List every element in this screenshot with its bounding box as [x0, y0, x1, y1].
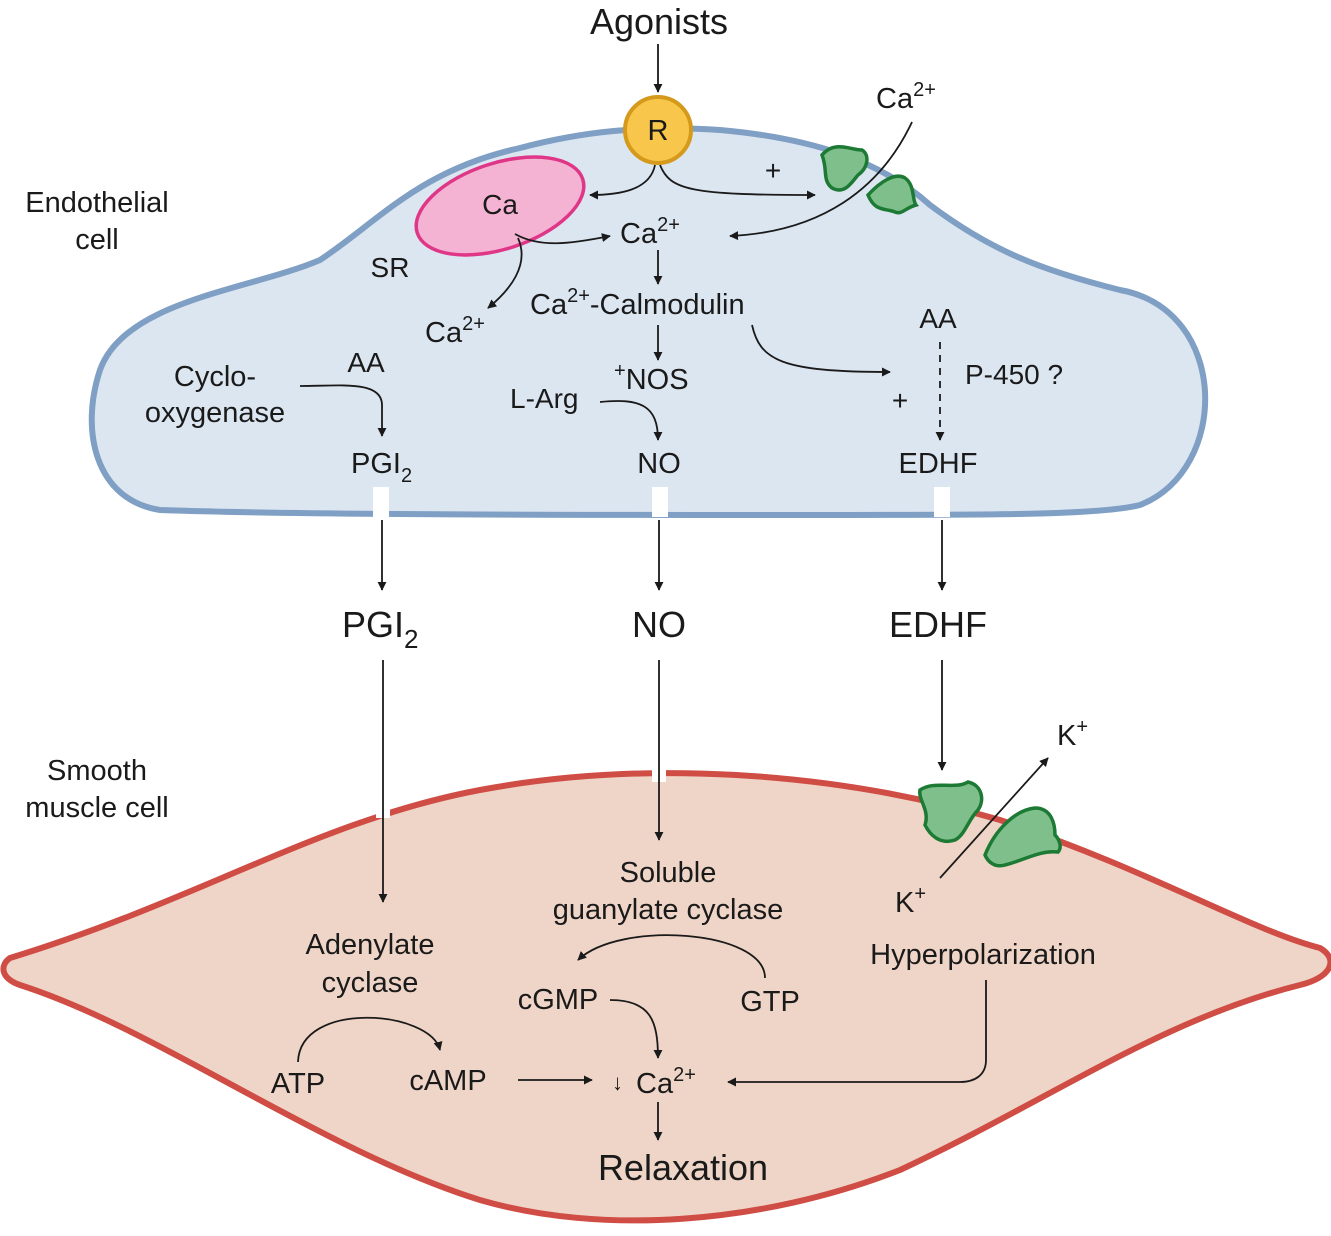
arrow-aa-pgi [299, 384, 387, 437]
smooth-muscle-cell [0, 770, 1331, 1224]
adenylate-label-1: Adenylate [306, 929, 435, 961]
no-inner-label: NO [637, 448, 681, 480]
arrow-k-efflux [939, 757, 1049, 879]
cyclooxygenase-label-1: Cyclo- [174, 361, 256, 393]
p450-label: P-450 ? [965, 359, 1063, 390]
plus-p450-label: + [892, 385, 908, 416]
agonists-label: Agonists [590, 1, 728, 42]
down-arrow-symbol: ↓ [612, 1070, 623, 1095]
arrow-sr-ca-released [487, 237, 523, 309]
membrane-gap-edhf [934, 487, 950, 517]
pgi-outer-label: PGI2 [342, 604, 418, 654]
arrow-hyperpolarization-ca [727, 980, 987, 1087]
k-channel-left [918, 780, 984, 843]
camp-label: cAMP [409, 1065, 486, 1097]
ca-final-label: Ca2+ [636, 1064, 696, 1100]
arrow-external-ca [729, 121, 913, 241]
ca-external-label: Ca2+ [876, 79, 936, 115]
cyclooxygenase-label-2: oxygenase [145, 397, 285, 429]
atp-label: ATP [271, 1068, 325, 1100]
smooth-muscle-label-1: Smooth [47, 755, 147, 787]
arrow-sr-ca-cytosol [514, 233, 611, 245]
sr-ca-label: Ca [482, 189, 518, 220]
aa-left-label: AA [347, 347, 385, 378]
adenylate-label-2: cyclase [322, 967, 419, 999]
receptor-label: R [648, 115, 669, 147]
sarcoplasmic-reticulum [414, 155, 586, 257]
ca-channel-top [819, 145, 869, 192]
k-out-label: K+ [1057, 716, 1088, 752]
arrow-larg-no [599, 400, 663, 441]
no-outer-label: NO [632, 604, 686, 645]
k-channel-right [983, 806, 1062, 868]
arrow-receptor-channel [659, 164, 816, 200]
arrow-cgmp-ca [609, 999, 663, 1059]
aa-right-label: AA [919, 303, 957, 334]
edhf-inner-label: EDHF [899, 448, 978, 480]
arrow-receptor-sr [589, 164, 656, 200]
endothelial-label-1: Endothelial [25, 187, 169, 219]
endothelial-label-2: cell [75, 224, 119, 256]
calmodulin-label: Ca2+-Calmodulin [530, 285, 745, 321]
pgi-inner-label: PGI2 [351, 448, 412, 487]
k-in-label: K+ [895, 883, 926, 919]
hyperpolarization-label: Hyperpolarization [870, 939, 1096, 971]
receptor-circle [623, 95, 693, 165]
edhf-outer-label: EDHF [889, 604, 987, 645]
ca-cytosol-label: Ca2+ [620, 214, 680, 250]
relaxation-label: Relaxation [598, 1147, 768, 1188]
gtp-label: GTP [740, 986, 800, 1018]
arrow-atp-camp [297, 1016, 443, 1063]
membrane-gap-no [652, 487, 668, 517]
plus-channel-label: + [765, 155, 781, 186]
soluble-label-1: Soluble [620, 857, 717, 889]
arrow-gtp-cgmp [577, 934, 766, 979]
ca-channel-bottom [865, 174, 920, 215]
ca-released-label: Ca2+ [425, 313, 485, 349]
sr-label: SR [371, 252, 410, 283]
cgmp-label: cGMP [518, 984, 599, 1016]
smooth-muscle-label-2: muscle cell [25, 792, 168, 824]
arrow-calmodulin-p450 [751, 324, 891, 377]
membrane-gap-pgi [373, 487, 389, 517]
l-arg-label: L-Arg [510, 383, 578, 414]
endothelial-cell [88, 125, 1209, 518]
nos-label: +NOS [614, 360, 689, 396]
soluble-label-2: guanylate cyclase [553, 894, 784, 926]
